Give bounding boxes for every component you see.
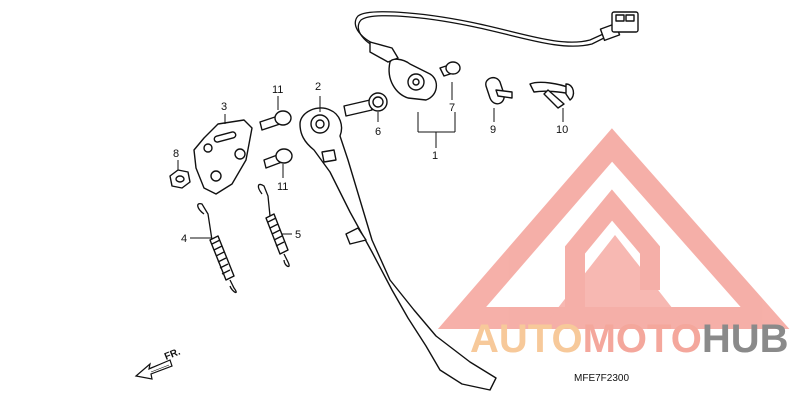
callout-11-lower: 11 (277, 181, 288, 193)
callout-4: 4 (181, 233, 187, 245)
watermark-text: AUTOMOTOHUB (470, 317, 789, 361)
part-11-bolt-upper (259, 96, 292, 131)
callout-5: 5 (295, 229, 301, 241)
watermark-auto: AUTO (470, 317, 583, 361)
callout-2: 2 (315, 81, 321, 93)
part-3-bracket (193, 114, 253, 195)
watermark-logo (437, 128, 790, 329)
part-11-bolt-lower (263, 148, 293, 178)
callout-3: 3 (221, 101, 227, 113)
part-10-band (529, 81, 575, 122)
callout-10: 10 (556, 124, 568, 136)
watermark-hub: HUB (702, 317, 789, 361)
part-5-spring (257, 183, 292, 268)
callout-8: 8 (173, 148, 179, 160)
watermark-moto: MOTO (583, 317, 702, 361)
front-direction-label: FR. (163, 346, 182, 362)
callout-7: 7 (449, 102, 455, 114)
part-9-clamp (485, 76, 513, 122)
front-direction-arrow-icon (134, 359, 173, 380)
callout-9: 9 (490, 124, 496, 136)
part-7-bolt (439, 61, 461, 100)
part-1-sidestand-switch (354, 11, 639, 148)
part-6-bolt (343, 92, 388, 122)
part-2-side-stand (299, 96, 497, 391)
diagram-code: MFE7F2300 (574, 373, 629, 384)
part-8-nut (169, 160, 191, 189)
callout-11-upper: 11 (272, 84, 283, 96)
part-4-spring (190, 202, 237, 294)
callout-6: 6 (375, 126, 381, 138)
callout-1: 1 (432, 150, 438, 162)
